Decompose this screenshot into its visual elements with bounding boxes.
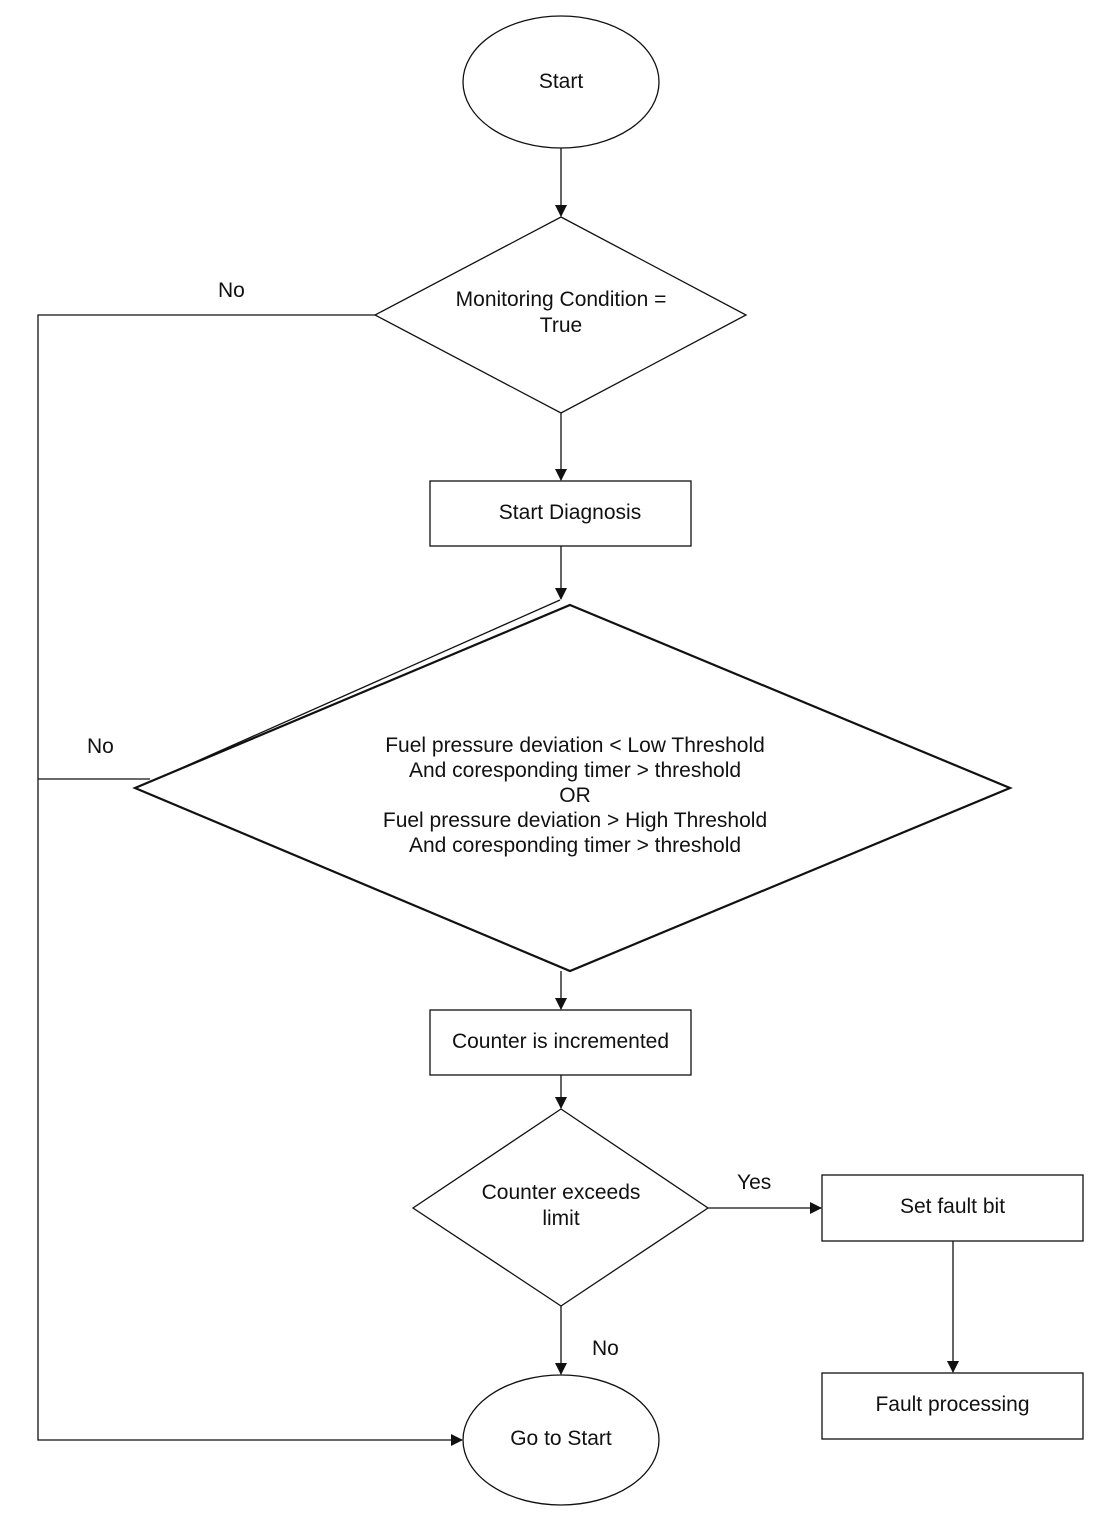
- counter-exceeds-line-1: Counter exceeds: [481, 1181, 641, 1204]
- pressure-check-line-4: Fuel pressure deviation > High Threshold: [382, 809, 768, 832]
- pressure-diamond-extra-edge: [149, 599, 561, 783]
- exceeds-yes-label: Yes: [737, 1171, 772, 1194]
- monitoring-condition-line-1: Monitoring Condition =: [455, 288, 667, 311]
- fault-processing-box: [821, 1372, 1084, 1440]
- counter-increment-box: [429, 1009, 692, 1076]
- monitoring-no-label: No: [218, 279, 245, 302]
- arrow-monitoring-no-loop: [37, 314, 463, 1446]
- pressure-check-line-1: Fuel pressure deviation < Low Threshold: [385, 734, 765, 757]
- pressure-check-line-3: OR: [559, 784, 591, 807]
- counter-exceeds-label: Counter exceeds limit: [436, 1180, 686, 1232]
- go-to-start-terminal: [462, 1374, 660, 1506]
- counter-increment-label: Counter is incremented: [451, 1030, 670, 1053]
- start-diagnosis-label: Start Diagnosis: [498, 501, 642, 524]
- start-label: Start: [538, 70, 584, 93]
- set-fault-label: Set fault bit: [899, 1195, 1006, 1218]
- go-to-start-label: Go to Start: [510, 1427, 612, 1450]
- pressure-check-line-5: And coresponding timer > threshold: [408, 834, 742, 857]
- exceeds-no-label: No: [592, 1337, 619, 1360]
- monitoring-condition-line-2: True: [539, 314, 583, 337]
- counter-exceeds-line-2: limit: [542, 1207, 580, 1230]
- pressure-no-label: No: [87, 735, 114, 758]
- pressure-check-line-2: And coresponding timer > threshold: [408, 759, 742, 782]
- monitoring-condition-label: Monitoring Condition = True: [410, 287, 712, 339]
- pressure-check-diamond: [132, 603, 1013, 973]
- pressure-check-label: Fuel pressure deviation < Low Threshold …: [325, 733, 825, 858]
- fault-processing-label: Fault processing: [875, 1393, 1030, 1416]
- start-diagnosis-box: [429, 480, 692, 547]
